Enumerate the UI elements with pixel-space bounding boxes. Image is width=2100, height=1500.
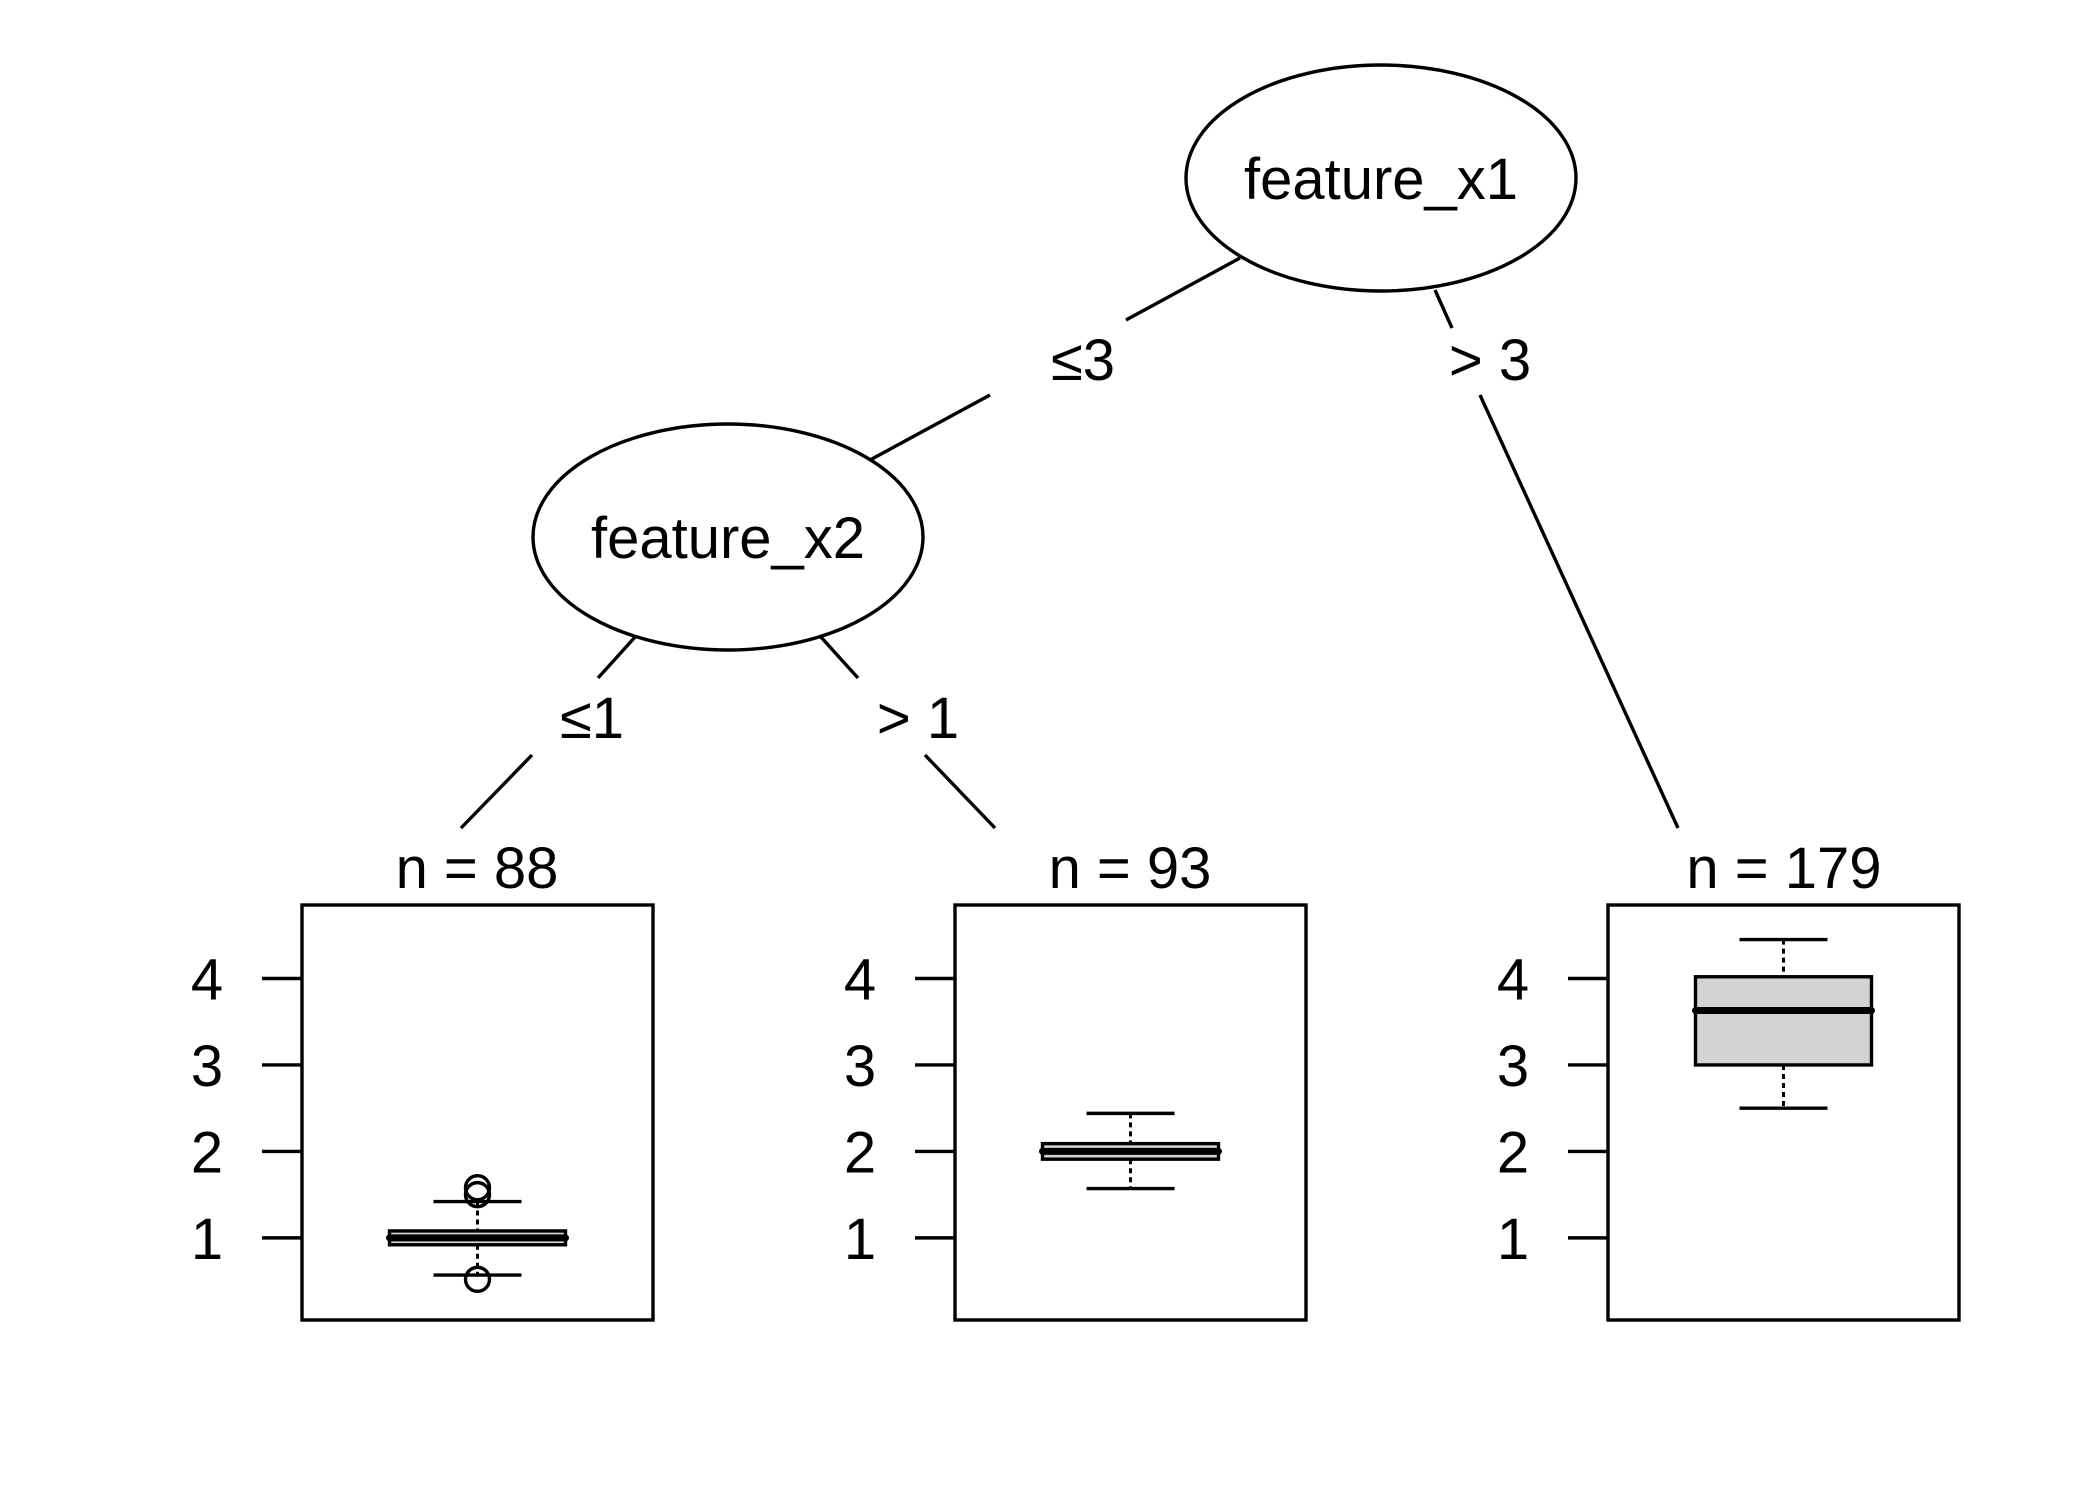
y-tick-label: 4 [844,947,876,1012]
leaf-n-label: n = 179 [1686,836,1881,901]
y-tick-label: 4 [1497,947,1529,1012]
leaf-frame [1606,903,1961,1322]
edge-left-leaf1 [459,634,638,830]
y-tick-label: 4 [191,947,223,1012]
node-left: feature_x2 [531,422,925,652]
y-tick-label: 3 [1497,1034,1529,1099]
y-tick-label: 1 [191,1207,223,1272]
leaf-n-label: n = 88 [396,836,559,901]
node-root: feature_x1 [1184,63,1578,293]
y-tick-label: 2 [191,1120,223,1185]
edge-label-left-leaf2: > 1 [877,686,959,751]
node-label-left: feature_x2 [591,506,865,571]
box-iqr [1693,975,1874,1067]
outlier-point [463,1265,492,1294]
leaf-n-label: n = 93 [1049,836,1212,901]
leaf-frame [953,903,1308,1322]
edge-root-left [869,256,1241,462]
y-tick-label: 1 [844,1207,876,1272]
edge-label-root-right: > 3 [1449,328,1531,393]
y-tick-label: 2 [844,1120,876,1185]
edge-root-right [1433,289,1680,829]
outlier-point [463,1180,492,1209]
leaf-panel-1: n = 88 1 2 3 4 [191,836,655,1322]
edge-label-left-leaf1: ≤1 [560,686,624,751]
y-tick-label: 3 [191,1034,223,1099]
leaf-panel-3: n = 179 1 2 3 4 [1497,836,1961,1322]
y-tick-label: 1 [1497,1207,1529,1272]
leaf-frame [300,903,655,1322]
outlier-point [463,1174,492,1202]
y-tick-label: 2 [1497,1120,1529,1185]
edge-label-root-left: ≤3 [1051,328,1115,393]
y-tick-label: 3 [844,1034,876,1099]
node-label-root: feature_x1 [1244,147,1518,212]
edge-left-leaf2 [818,634,997,830]
leaf-panel-2: n = 93 1 2 3 4 [844,836,1308,1322]
